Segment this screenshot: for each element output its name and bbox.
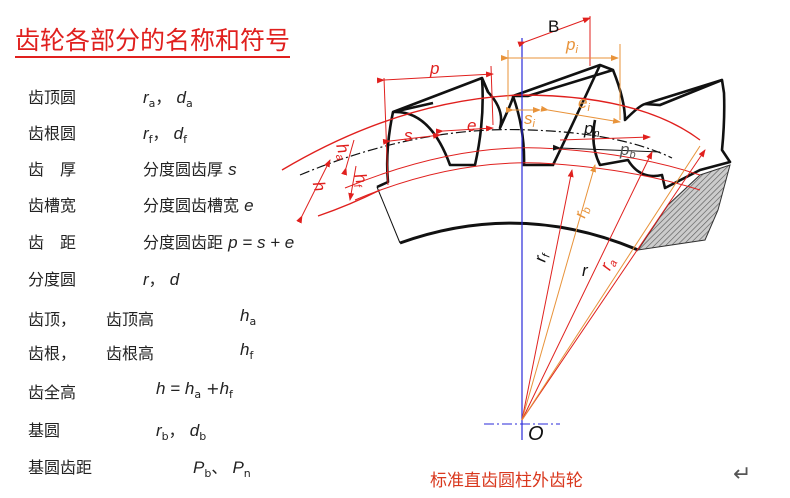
label-p: p [429, 59, 439, 78]
label-hf: hf [348, 171, 372, 189]
term-name: 基圆 [28, 421, 61, 440]
term-name: 基圆齿距 [28, 458, 93, 477]
symbol-var: r [143, 124, 149, 143]
symbol-var: d [169, 270, 180, 289]
symbol-sub: a [249, 315, 257, 329]
symbol-sub: f [183, 133, 187, 147]
term-desc: 分度圆齿距 [143, 233, 224, 252]
term-name: 齿根， [28, 344, 77, 363]
label-ra: ra [596, 254, 620, 274]
symbol-sub: f [249, 349, 254, 363]
term-symbol: ha [240, 306, 256, 328]
symbol-sub: b [161, 430, 169, 444]
term-symbol: hf [240, 340, 253, 362]
term-row: 齿根， 齿根高 hf [28, 340, 253, 364]
label-rf: rf [530, 250, 553, 264]
ray-r [521, 151, 653, 421]
symbol-var: h [240, 306, 250, 325]
formula-op: + [201, 379, 220, 398]
term-symbol: h = ha +hf [156, 379, 233, 401]
symbol-sub: a [186, 97, 193, 111]
symbol-var: d [176, 88, 186, 107]
symbol-var: r [143, 270, 149, 289]
term-symbol: Pb、 Pn [193, 454, 251, 480]
term-name: 齿全高 [28, 383, 77, 402]
term-symbol: 分度圆齿槽宽 e [143, 192, 254, 216]
symbol-var: P [232, 458, 244, 477]
symbol-var: d [189, 421, 200, 440]
label-h: h [309, 179, 330, 193]
label-si: si [524, 109, 536, 130]
term-row: 基圆 rb， db [28, 417, 206, 443]
term-expr: s [228, 160, 237, 179]
term-name: 齿顶圆 [28, 88, 77, 107]
return-icon: ↵ [733, 462, 752, 487]
formula-var: h [184, 379, 195, 398]
term-symbol: rf， df [143, 124, 187, 147]
formula-lhs: h = [156, 379, 185, 398]
symbol-sub: b [199, 430, 207, 444]
term-row: 齿根圆 rf， df [28, 120, 187, 146]
dimension-lines [296, 16, 706, 440]
term-name-2: 齿根高 [106, 344, 155, 363]
ray-rb [521, 164, 596, 421]
formula-sub: f [229, 388, 233, 402]
label-s: s [404, 126, 413, 145]
gear-circles [281, 94, 701, 217]
ray-ra [521, 149, 706, 421]
term-symbol: 分度圆齿距 p = s + e [143, 229, 294, 253]
term-desc: 分度圆齿厚 [143, 160, 224, 179]
label-r: r [582, 261, 589, 280]
symbol-sub: a [148, 97, 156, 111]
term-desc: 分度圆齿槽宽 [143, 196, 240, 215]
term-name-2: 齿顶高 [106, 310, 155, 329]
term-name: 分度圆 [28, 270, 77, 289]
ray-ra2 [521, 145, 701, 421]
symbol-var: d [173, 124, 184, 143]
symbol-sub: n [243, 467, 251, 481]
symbol-var: r [143, 88, 149, 107]
page-title: 齿轮各部分的名称和符号 [15, 26, 291, 58]
term-expr: p = s + e [228, 233, 295, 252]
term-symbol: r， d [143, 270, 180, 289]
ray-rf [521, 169, 574, 421]
symbol-sub: b [204, 467, 212, 481]
formula-var: h [219, 379, 230, 398]
symbol-var: r [156, 421, 162, 440]
label-pb: pb [619, 140, 636, 161]
symbol-var: h [240, 340, 250, 359]
term-row: 基圆齿距 Pb、 Pn [28, 454, 251, 480]
term-row: 齿顶， 齿顶高 ha [28, 306, 256, 330]
term-row: 齿 距 分度圆齿距 p = s + e [28, 229, 294, 253]
label-pi: pi [565, 35, 578, 56]
diagram-caption: 标准直齿圆柱外齿轮 [430, 471, 583, 491]
symbol-var: P [193, 458, 205, 477]
label-ei: ei [578, 93, 590, 114]
gear-body [376, 63, 732, 252]
label-origin: O [528, 423, 544, 445]
term-row: 齿顶圆 ra， da [28, 84, 193, 110]
separator: 、 [211, 458, 228, 477]
label-B: B [548, 17, 559, 36]
term-expr: e [244, 196, 254, 215]
label-rb: rb [570, 204, 593, 221]
formula-sub: a [194, 388, 202, 402]
term-name: 齿根圆 [28, 124, 77, 143]
term-row: 分度圆 r， d [28, 266, 179, 290]
term-symbol: rb， db [156, 421, 207, 444]
term-name: 齿 厚 [28, 160, 77, 179]
term-row: 齿 厚 分度圆齿厚 s [28, 156, 237, 180]
label-pn: pn [583, 119, 600, 140]
symbol-sub: f [148, 133, 153, 147]
term-row: 齿槽宽 分度圆齿槽宽 e [28, 192, 254, 216]
term-symbol: ra， da [143, 88, 193, 111]
label-e: e [467, 116, 476, 135]
term-name: 齿槽宽 [28, 196, 77, 215]
term-name: 齿顶， [28, 310, 77, 329]
term-symbol: 分度圆齿厚 s [143, 156, 237, 180]
term-name: 齿 距 [28, 233, 77, 252]
